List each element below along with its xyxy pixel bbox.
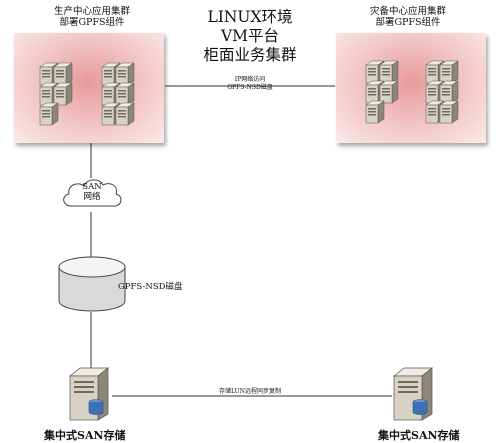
ip-link-label: IP网络访问 GPFS-NSD磁盘 <box>210 76 290 92</box>
replication-label: 存储LUN远程同步复制 <box>219 388 281 395</box>
gpfs-nsd-disk <box>57 255 127 315</box>
cloud-icon <box>63 179 122 207</box>
title-line1: LINUX环境 <box>207 8 293 26</box>
production-caption-line2: 部署GPFS组件 <box>59 17 125 28</box>
production-caption: 生产中心应用集群 部署GPFS组件 <box>32 6 152 28</box>
dr-servers <box>365 60 459 124</box>
disk-icon <box>58 256 126 312</box>
san-label-line2: 网络 <box>83 192 101 202</box>
storage-left <box>66 366 116 422</box>
storage-server-icon <box>69 367 109 421</box>
title-line3: 柜面业务集群 <box>203 46 297 64</box>
diagram-title: LINUX环境 VM平台 柜面业务集群 <box>190 8 310 65</box>
ip-link-label-line2: GPFS-NSD磁盘 <box>227 84 273 91</box>
storage-server-icon <box>393 367 433 421</box>
san-network-cloud: SAN 网络 <box>58 174 126 216</box>
dr-caption: 灾备中心应用集群 部署GPFS组件 <box>348 6 468 28</box>
disk-label: GPFS-NSD磁盘 <box>118 282 183 292</box>
storage-right <box>390 366 440 422</box>
title-line2: VM平台 <box>220 27 280 45</box>
storage-left-label: 集中式SAN存储 <box>44 429 126 442</box>
san-label-line1: SAN <box>82 182 102 192</box>
dr-caption-line1: 灾备中心应用集群 <box>369 6 446 17</box>
ip-link-label-line1: IP网络访问 <box>234 76 266 83</box>
dr-caption-line2: 部署GPFS组件 <box>375 17 441 28</box>
production-servers <box>39 62 135 126</box>
dr-cluster-panel <box>336 33 486 143</box>
production-caption-line1: 生产中心应用集群 <box>53 6 130 17</box>
production-cluster-panel <box>14 33 164 143</box>
storage-right-label: 集中式SAN存储 <box>378 429 460 442</box>
